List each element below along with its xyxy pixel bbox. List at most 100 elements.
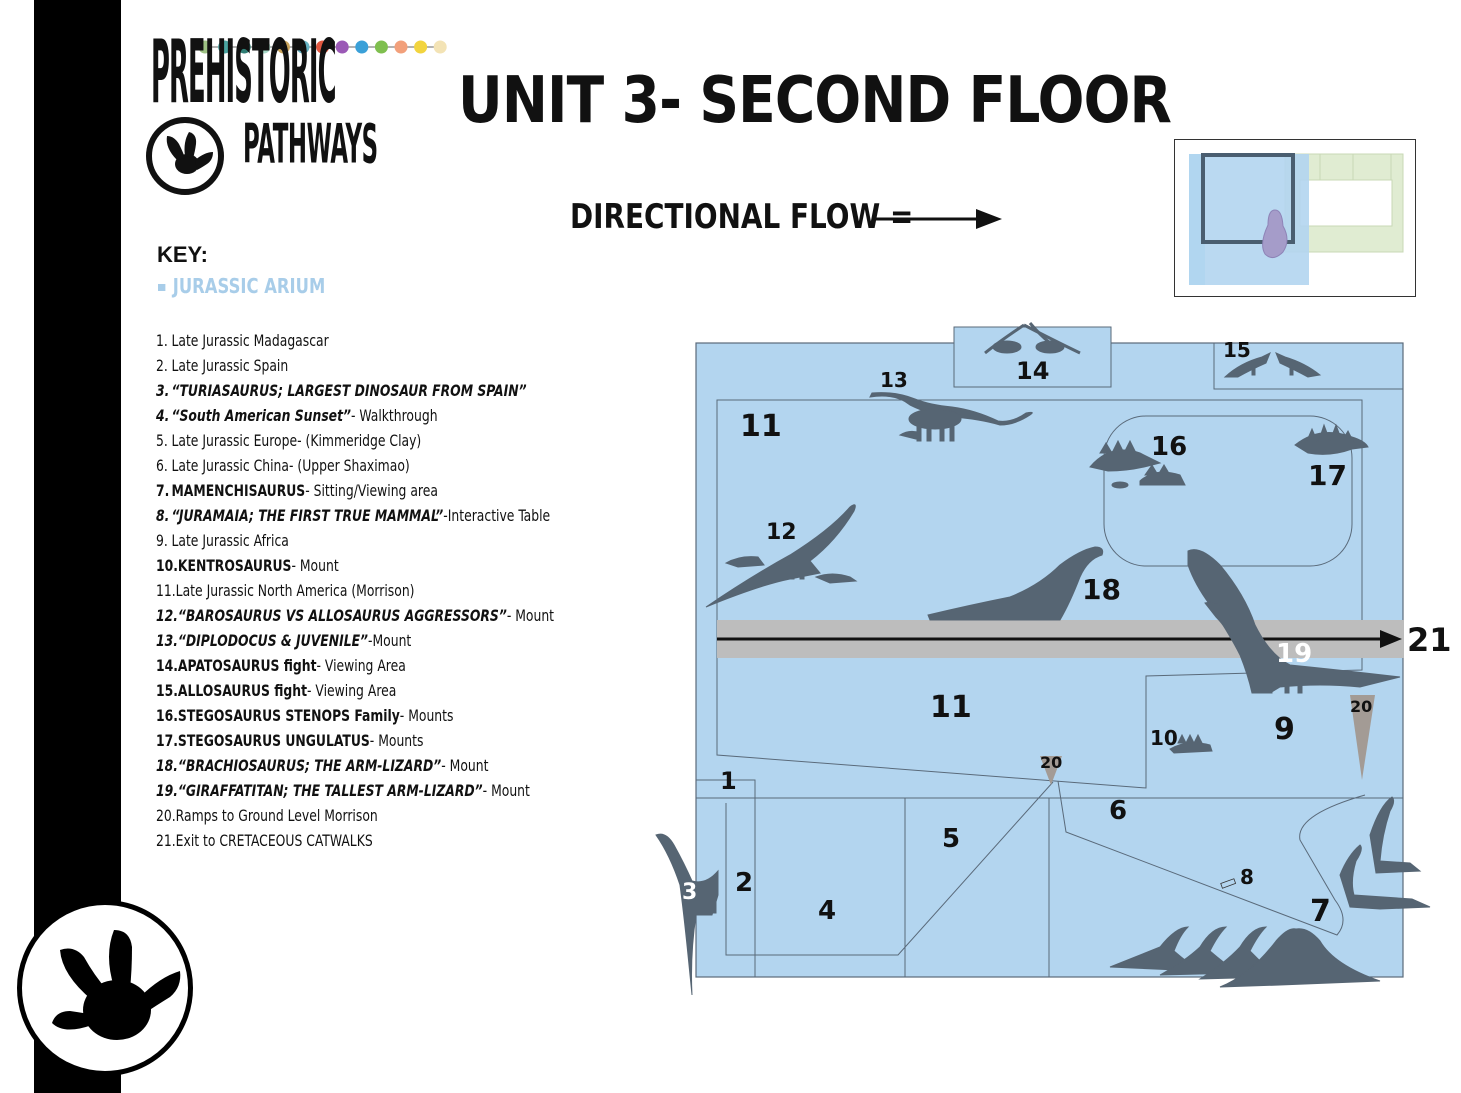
legend-text: - Mount [506, 606, 555, 625]
map-label-21: 21 [1407, 621, 1452, 659]
legend-text: “DIPLODOCUS & JUVENILE” [177, 631, 369, 650]
logo-dot [433, 40, 447, 54]
legend-text: - Viewing Area [316, 656, 406, 675]
key-swatch [158, 284, 166, 291]
map-label-18: 18 [1082, 573, 1121, 606]
footprint-badge-icon [17, 900, 193, 1076]
legend-text: -Mount [368, 631, 412, 650]
page-title: UNIT 3- SECOND FLOOR [458, 64, 1172, 138]
logo-line-1: PREHISTORIC [151, 22, 337, 124]
legend-number: 16. [156, 706, 178, 725]
legend-text: -Interactive Table [443, 506, 551, 525]
map-label-2: 2 [735, 868, 753, 898]
logo-dot [335, 40, 349, 54]
map-label-17: 17 [1308, 459, 1347, 492]
diplodocus-silhouette [869, 392, 1033, 442]
legend-number: 7. [156, 481, 170, 500]
area-11-north-america-outline [716, 399, 1363, 789]
legend-number: 10. [156, 556, 178, 575]
area-4-walkthrough-path [755, 781, 1054, 956]
legend-text: Late Jurassic China- (Upper Shaximao) [171, 456, 410, 475]
turiasaurus-silhouette [655, 833, 719, 996]
legend-item: 13.“DIPLODOCUS & JUVENILE”-Mount [156, 628, 554, 653]
inset-locator-map [1174, 139, 1416, 297]
inset-purple-region [1262, 209, 1288, 258]
legend-text: “GIRAFFATITAN; THE TALLEST ARM-LIZARD” [177, 781, 483, 800]
legend-number: 20. [156, 806, 176, 825]
area-16-stegosaurus-enclosure [1103, 415, 1353, 567]
legend-text: - Mounts [369, 731, 424, 750]
legend-number: 9. [156, 531, 168, 550]
legend-text: - Mount [441, 756, 489, 775]
legend-item: 8.“JURAMAIA; THE FIRST TRUE MAMMAL”-Inte… [156, 503, 554, 528]
legend-number: 1. [156, 331, 168, 350]
legend-text: - Sitting/Viewing area [305, 481, 438, 500]
legend-item: 10.KENTROSAURUS- Mount [156, 553, 554, 578]
legend-number: 14. [156, 656, 178, 675]
legend-text: KENTROSAURUS [177, 556, 292, 575]
legend-text: Late Jurassic North America (Morrison) [175, 581, 415, 600]
ramp-20-left [1040, 756, 1062, 785]
legend-item: 7.MAMENCHISAURUS- Sitting/Viewing area [156, 478, 554, 503]
key-item-label: JURASSIC ARIUM [172, 274, 326, 298]
logo-dot [198, 40, 212, 54]
legend-item: 9.Late Jurassic Africa [156, 528, 554, 553]
legend-text: Late Jurassic Spain [171, 356, 289, 375]
area-6-7-path [1057, 780, 1366, 936]
legend-text: APATOSAURUS fight [177, 656, 317, 675]
logo-dot [316, 40, 330, 54]
giraffatitan-silhouette [1187, 549, 1401, 694]
legend-item: 20.Ramps to Ground Level Morrison [156, 803, 554, 828]
map-label-10: 10 [1150, 726, 1178, 750]
key-title: KEY: [157, 242, 208, 267]
legend-text: Late Jurassic Africa [171, 531, 289, 550]
logo-dot [218, 40, 232, 54]
stegosaurus-ungulatus-silhouette [1294, 423, 1369, 455]
map-label-1: 1 [720, 767, 737, 795]
map-label-3: 3 [682, 880, 697, 905]
legend-item: 2.Late Jurassic Spain [156, 353, 554, 378]
legend-text: Ramps to Ground Level Morrison [175, 806, 378, 825]
legend-text: - Walkthrough [350, 406, 438, 425]
legend-item: 18.“BRACHIOSAURUS; THE ARM-LIZARD”- Moun… [156, 753, 554, 778]
legend-number: 18. [156, 756, 178, 775]
legend-text: MAMENCHISAURUS [171, 481, 306, 500]
mamenchisaurus-silhouette [1339, 796, 1431, 910]
legend-number: 8. [156, 506, 170, 525]
map-label-8: 8 [1240, 865, 1254, 889]
legend-item: 11.Late Jurassic North America (Morrison… [156, 578, 554, 603]
legend-text: STEGOSAURUS UNGULATUS [177, 731, 370, 750]
legend-text: Late Jurassic Europe- (Kimmeridge Clay) [171, 431, 422, 450]
logo-dot [296, 40, 310, 54]
legend-number: 5. [156, 431, 168, 450]
legend-text: - Mount [482, 781, 530, 800]
logo-dot [374, 40, 388, 54]
map-label-9: 9 [1274, 712, 1295, 747]
legend-text: - Viewing Area [307, 681, 397, 700]
legend-text: “South American Sunset” [171, 406, 351, 425]
legend-number: 6. [156, 456, 168, 475]
area-8-interactive-table [1220, 878, 1237, 889]
map-label-11-north: 11 [740, 409, 782, 444]
brachiosaurus-silhouette [927, 546, 1104, 621]
ramp-20-right [1350, 695, 1375, 780]
area-15-allosaurus-viewing [1213, 343, 1403, 390]
legend-item: 4.“South American Sunset”- Walkthrough [156, 403, 554, 428]
logo-dot [355, 40, 369, 54]
legend-text: - Mount [291, 556, 339, 575]
legend-text: ALLOSAURUS fight [177, 681, 308, 700]
logo-line-2: PATHWAYS [243, 113, 378, 176]
sauropod-herd-silhouette [1109, 926, 1381, 988]
map-label-4: 4 [818, 896, 836, 926]
legend-item: 21.Exit to CRETACEOUS CATWALKS [156, 828, 554, 853]
logo-dot [414, 40, 428, 54]
legend-text: - Mounts [399, 706, 454, 725]
logo-dot [257, 40, 271, 54]
map-label-7: 7 [1310, 894, 1331, 929]
legend-number: 19. [156, 781, 178, 800]
map-label-15: 15 [1223, 338, 1251, 362]
legend-number: 11. [156, 581, 176, 600]
allosaurus-fight-silhouette [1223, 351, 1322, 378]
logo-dot [237, 40, 251, 54]
legend-number: 15. [156, 681, 178, 700]
